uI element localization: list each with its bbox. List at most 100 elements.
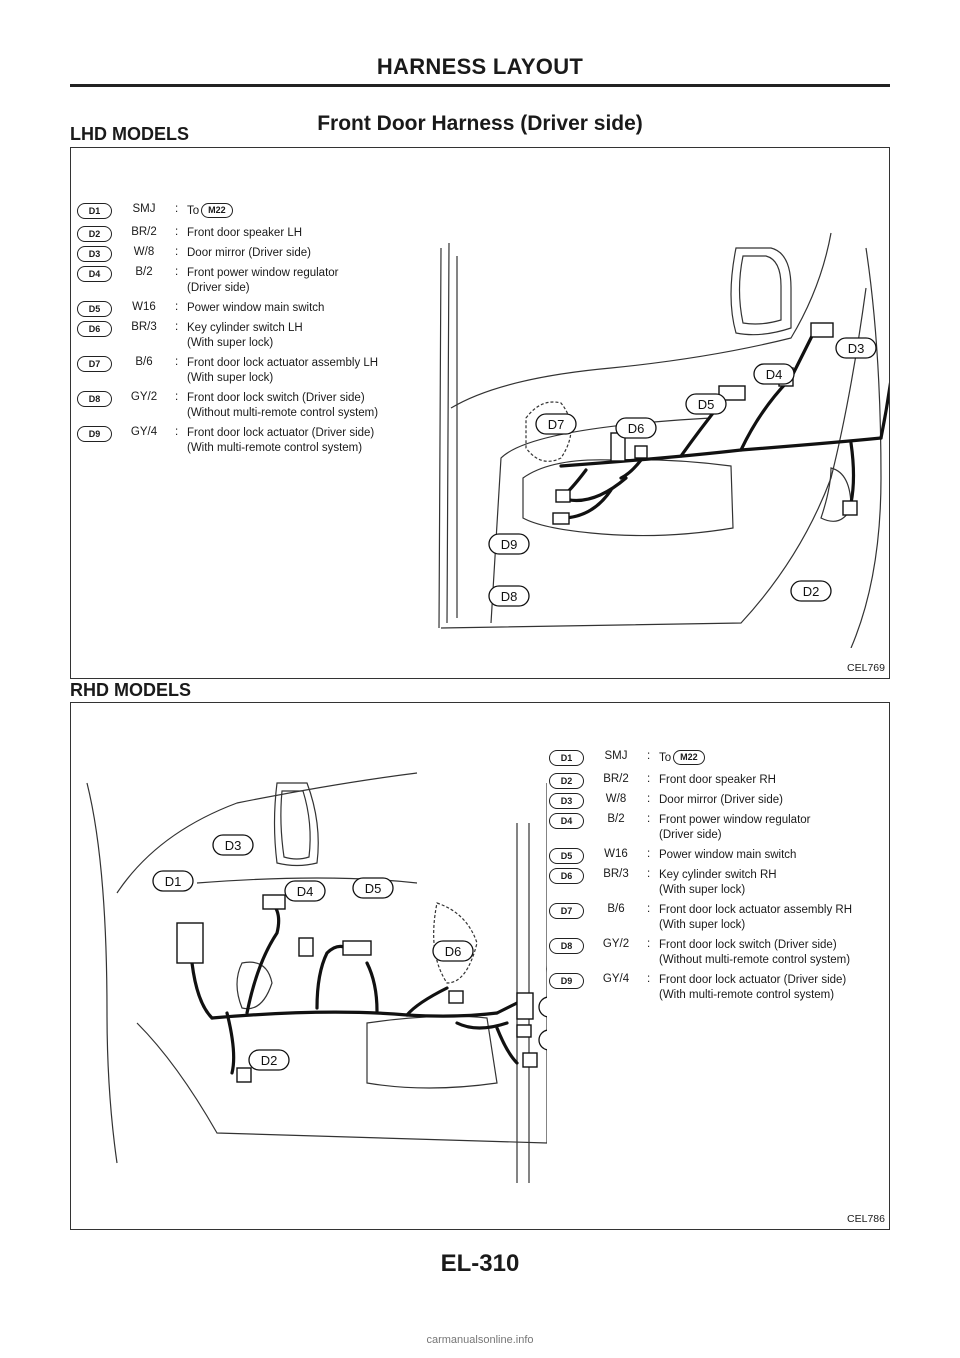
connector-code: W/8 [605,793,627,805]
connector-code: W/8 [133,246,155,258]
connector-code: BR/3 [131,321,157,333]
connector-id-badge: D7 [77,356,112,372]
callout-d8: D8 [538,1029,547,1051]
connector-description: Front power window regulator (Driver side… [659,813,811,842]
connector-id-badge: D6 [549,868,584,884]
description-line: Front door lock actuator (Driver side) [659,974,847,986]
connector-code: B/2 [607,813,625,825]
callout-d2: D2 [248,1049,290,1071]
connector-id-badge: D9 [77,426,112,442]
callout-d4: D4 [284,880,326,902]
connector-id-badge: D5 [549,848,584,864]
svg-text:D4: D4 [766,367,783,382]
description-line-2: (Without multi-remote control system) [659,953,851,966]
callout-d1: D1 [152,870,194,892]
connector-description: Door mirror (Driver side) [659,793,783,808]
description-line: Front power window regulator [659,814,811,826]
connector-id-badge: D8 [549,938,584,954]
separator: : [647,793,651,805]
description-line-2: (Driver side) [187,281,250,294]
callout-d5: D5 [352,877,394,899]
description-line: Front door speaker LH [187,227,303,239]
separator: : [175,266,179,278]
callout-d3: D3 [212,834,254,856]
connector-id-badge: D1 [549,750,584,766]
callout-d3: D3 [835,337,877,359]
connector-description: Key cylinder switch RH(With super lock) [659,868,777,897]
svg-text:D5: D5 [698,397,715,412]
connector-id-badge: D3 [549,793,584,809]
separator: : [647,750,651,762]
connector-code: W16 [132,301,156,313]
connector-id-badge: D4 [77,266,112,282]
callout-d9: D9 [538,996,547,1018]
separator: : [175,246,179,258]
watermark-site: carmanualsonline.info [426,1334,534,1346]
svg-text:D3: D3 [848,341,865,356]
description-line-2: (With super lock) [659,918,746,931]
svg-text:D2: D2 [261,1053,278,1068]
connector-code: GY/4 [602,973,630,985]
connector-description: Front door lock switch (Driver side)(Wit… [659,938,850,967]
separator: : [647,773,651,785]
separator: : [175,426,179,438]
lhd-door-harness-drawing: D1D2D3D4D5D6D7D8D9 [438,232,889,648]
separator: : [647,903,651,915]
page-header: HARNESS LAYOUT [376,54,584,79]
description-line: Power window main switch [659,849,797,861]
connector-code: GY/2 [130,391,158,403]
svg-text:D7: D7 [548,417,565,432]
callout-d6: D6 [615,417,657,439]
connector-id-badge: D1 [77,203,112,219]
separator: : [647,938,651,950]
connector-id-badge: D9 [549,973,584,989]
separator: : [175,356,179,368]
separator: : [647,848,651,860]
connector-description: Front door lock actuator (Driver side)(W… [659,973,846,1002]
connector-id-badge: D5 [77,301,112,317]
svg-text:D6: D6 [445,944,462,959]
svg-text:D1: D1 [165,874,182,889]
connector-description: Door mirror (Driver side) [187,246,311,261]
description-line-2: (Driver side) [659,828,722,841]
description-line-2: (With super lock) [187,371,274,384]
description-line: Door mirror (Driver side) [187,247,311,259]
connector-id-badge: D6 [77,321,112,337]
description-line: Key cylinder switch LH [187,322,303,334]
description-line: Key cylinder switch RH [659,869,777,881]
connector-description: Front door speaker LH [187,226,302,241]
separator: : [647,973,651,985]
description-line: Front power window regulator [187,267,339,279]
page-number: EL-310 [440,1250,520,1277]
connector-description: Power window main switch [659,848,796,863]
description-line: Front door speaker RH [659,774,776,786]
svg-text:D9: D9 [501,537,518,552]
connector-description: Front door speaker RH [659,773,776,788]
connector-id-badge: D4 [549,813,584,829]
svg-text:D6: D6 [628,421,645,436]
connector-id-badge: D2 [549,773,584,789]
connector-description: Key cylinder switch LH(With super lock) [187,321,303,350]
separator: : [175,203,179,215]
callout-d9: D9 [488,533,530,555]
connector-id-badge: D8 [77,391,112,407]
description-line-2: (With multi-remote control system) [187,441,363,454]
connector-description: Power window main switch [187,301,324,316]
connector-code: GY/4 [130,426,158,438]
svg-text:D3: D3 [225,838,242,853]
connector-description: Front door lock actuator (Driver side)(W… [187,426,374,455]
separator: : [175,321,179,333]
connector-description: Front door lock switch (Driver side)(Wit… [187,391,378,420]
header-rule [70,84,890,87]
connector-description: Front door lock actuator assembly LH(Wit… [187,356,378,385]
svg-text:D5: D5 [365,881,382,896]
svg-text:D4: D4 [297,884,314,899]
connector-code: BR/2 [131,226,157,238]
separator: : [647,813,651,825]
section-title: Front Door Harness (Driver side) [317,112,643,135]
rhd-figure-code: CEL786 [847,1213,885,1225]
